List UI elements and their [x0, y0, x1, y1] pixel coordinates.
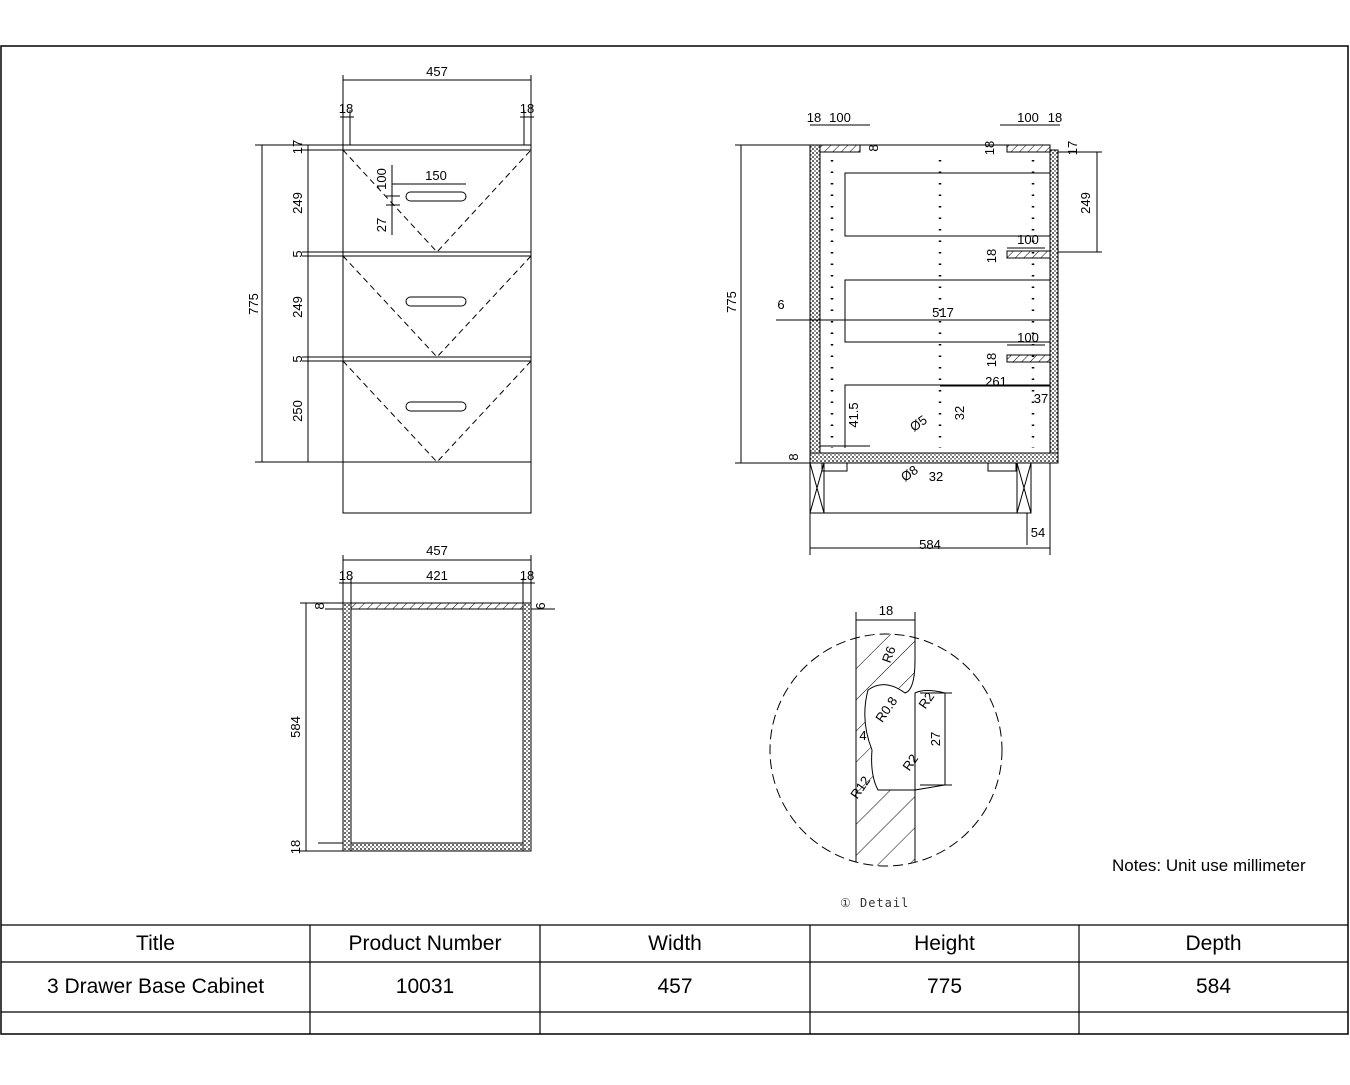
hole-height-dim: 41.5 [846, 402, 861, 427]
detail-groove-height-dim: 27 [928, 732, 943, 746]
base-thickness-dim: 8 [786, 453, 801, 460]
front-height-dim: 775 [246, 293, 261, 315]
front-top-dim: 17 [290, 140, 305, 154]
handle-length-dim: 150 [425, 168, 447, 183]
plan-view-dimensions: 457 421 18 18 8 6 584 18 [288, 543, 548, 854]
title-block-grid [1, 924, 1348, 1034]
side-left-dim: 18 [807, 110, 821, 125]
detail-thickness-dim: 18 [879, 603, 893, 618]
drawer1-height-dim: 249 [290, 192, 305, 214]
header-product-number: Product Number [348, 931, 502, 955]
plan-side-left-dim: 18 [339, 568, 353, 583]
handle-offset-dim: 100 [374, 168, 389, 190]
side-right-dim: 18 [1048, 110, 1062, 125]
header-width: Width [648, 931, 702, 955]
drawer3-height-dim: 250 [290, 400, 305, 422]
plan-top-thickness-dim: 8 [312, 602, 327, 609]
detail-groove-depth-dim: 4 [859, 728, 866, 743]
plan-inner-width-dim: 421 [426, 568, 448, 583]
front-view-dimensions: 457 18 18 775 17 249 5 249 5 250 150 100… [246, 64, 534, 422]
runner-offset-dim: 37 [1034, 391, 1048, 406]
plan-view [300, 555, 555, 852]
header-height: Height [914, 931, 975, 955]
rail3-width-dim: 100 [1017, 330, 1039, 345]
value-product-number: 10031 [395, 975, 455, 998]
value-title: 3 Drawer Base Cabinet [46, 975, 265, 998]
top-mid-dim: 18 [982, 141, 997, 155]
rail-right-dim: 100 [1017, 110, 1039, 125]
back-thickness-dim: 6 [777, 297, 784, 312]
side-view-dimensions: 18 100 100 18 8 18 17 249 775 6 517 100 … [724, 110, 1093, 552]
value-depth: 584 [1195, 975, 1232, 998]
front-side-right-dim: 18 [520, 101, 534, 116]
hole-spacing-dim: 32 [952, 406, 967, 420]
gap2-dim: 5 [290, 355, 305, 362]
front-view [255, 75, 534, 514]
front-side-left-dim: 18 [339, 101, 353, 116]
front-width-dim: 457 [426, 64, 448, 79]
rail3-thickness-dim: 18 [984, 353, 999, 367]
base-hole-diameter-dim: Ø8 [898, 462, 921, 484]
detail-caption: ① Detail [840, 896, 910, 910]
gap1-dim: 5 [290, 250, 305, 257]
value-width: 457 [657, 975, 693, 998]
toe-kick-dim: 54 [1031, 525, 1045, 540]
side-view [735, 124, 1102, 555]
rail2-width-dim: 100 [1017, 232, 1039, 247]
runner-length-dim: 261 [985, 374, 1007, 389]
header-title: Title [136, 931, 175, 955]
plan-back-thickness-dim: 6 [533, 602, 548, 609]
side-depth-dim: 584 [919, 537, 941, 552]
notes-text: Notes: Unit use millimeter [1112, 856, 1306, 875]
rail-left-dim: 100 [829, 110, 851, 125]
top-right-dim: 17 [1065, 141, 1080, 155]
top-left-dim: 8 [866, 144, 881, 151]
plan-side-right-dim: 18 [520, 568, 534, 583]
handle-height-dim: 27 [374, 218, 389, 232]
header-depth: Depth [1185, 931, 1242, 955]
groove-detail [769, 612, 1003, 867]
sheet-border [0, 45, 1349, 1035]
detail-r08-label: R0.8 [872, 694, 900, 725]
hole-diameter-dim: Ø5 [907, 412, 930, 434]
side-height-dim: 775 [724, 291, 739, 313]
plan-bottom-thickness-dim: 18 [288, 840, 303, 854]
base-hole-spacing-dim: 32 [929, 469, 943, 484]
plan-depth-dim: 584 [288, 716, 303, 738]
value-height: 775 [926, 975, 963, 998]
drawer2-height-dim: 249 [290, 296, 305, 318]
plan-width-dim: 457 [426, 543, 448, 558]
inner-depth-dim: 517 [932, 305, 954, 320]
rail2-thickness-dim: 18 [984, 249, 999, 263]
detail-r6-label: R6 [879, 644, 899, 665]
side-drawer-height-dim: 249 [1078, 192, 1093, 214]
